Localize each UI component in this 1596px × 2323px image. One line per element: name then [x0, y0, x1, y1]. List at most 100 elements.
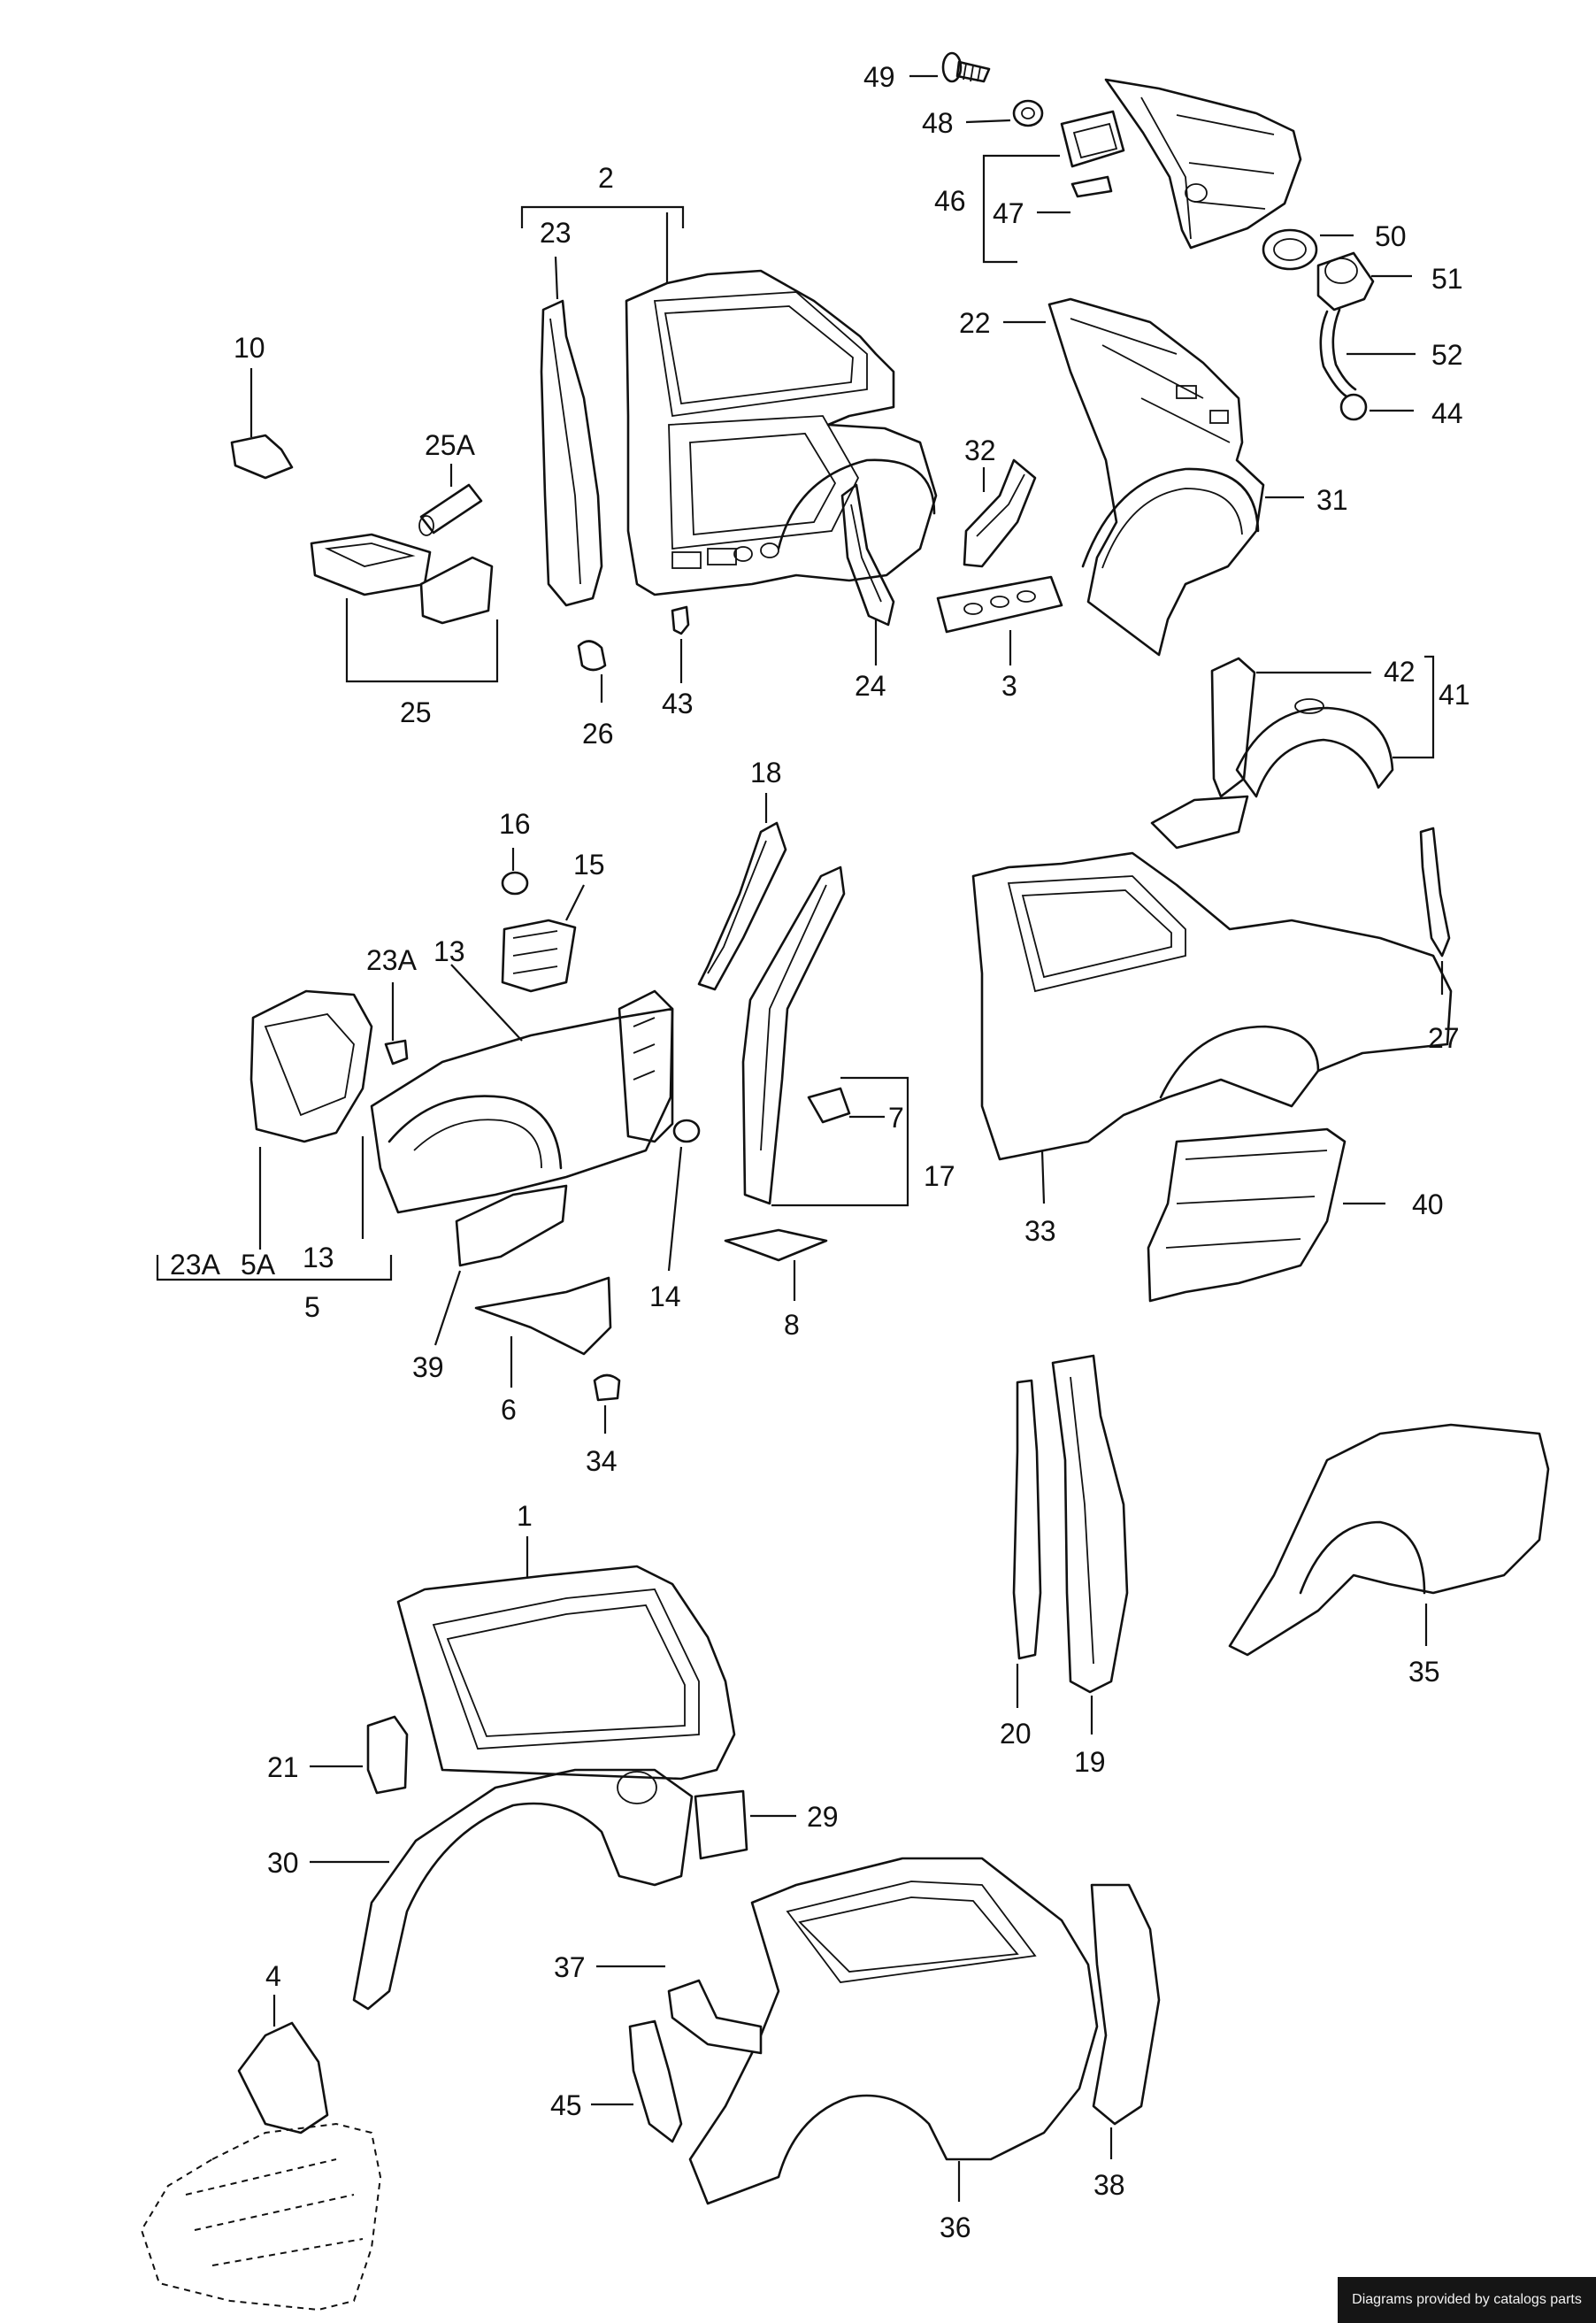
part-35-rear-quarter: [1228, 1423, 1550, 1657]
part-46-fuel-flap: [1060, 110, 1125, 198]
label-5A: 5A: [241, 1249, 276, 1281]
part-27-strip: [1419, 827, 1451, 958]
part-fuel-filler-housing: [1104, 78, 1302, 250]
label-33: 33: [1024, 1215, 1056, 1247]
part-20-pillar: [1012, 1379, 1042, 1660]
label-23A-bottom: 23A: [170, 1249, 221, 1281]
part-23-pillar: [540, 299, 603, 607]
part-1-inner-frame: [396, 1565, 736, 1781]
part-50-ring: [1262, 228, 1318, 271]
part-16-clip: [501, 871, 529, 896]
label-37: 37: [554, 1951, 586, 1983]
label-35: 35: [1408, 1656, 1440, 1688]
part-30-wheel-arch: [352, 1768, 694, 2011]
part-49-screw: [941, 51, 991, 83]
part-18-pillar: [697, 821, 787, 991]
label-5: 5: [304, 1291, 320, 1323]
label-20: 20: [1000, 1718, 1032, 1750]
part-48-washer: [1012, 99, 1044, 127]
part-39-bracket: [455, 1184, 568, 1267]
part-21-bracket: [366, 1715, 409, 1795]
label-19: 19: [1074, 1746, 1106, 1778]
part-7-bracket: [807, 1087, 851, 1124]
label-7: 7: [888, 1102, 904, 1134]
label-10: 10: [234, 332, 265, 364]
part-37-bracket: [667, 1979, 763, 2055]
part-8-plate: [724, 1228, 828, 1262]
label-4: 4: [265, 1960, 281, 1992]
part-23A-clip: [384, 1039, 409, 1065]
part-5A-panel: [249, 989, 373, 1143]
part-38-pillar: [1090, 1883, 1161, 2126]
label-48: 48: [922, 107, 954, 139]
label-50: 50: [1375, 220, 1407, 252]
label-13-bottom: 13: [303, 1242, 334, 1273]
label-31: 31: [1316, 484, 1348, 516]
part-13-wheelhouse-front: [370, 1007, 674, 1214]
part-51-cap: [1316, 251, 1375, 312]
label-8: 8: [784, 1309, 800, 1341]
label-47: 47: [993, 197, 1024, 229]
label-1: 1: [517, 1500, 533, 1532]
label-41: 41: [1439, 679, 1470, 711]
label-15: 15: [573, 849, 605, 881]
label-16: 16: [499, 808, 531, 840]
label-32: 32: [964, 435, 996, 466]
part-2-side-panel: [625, 269, 938, 596]
part-29-bracket: [694, 1789, 748, 1860]
label-30: 30: [267, 1847, 299, 1879]
label-34: 34: [586, 1445, 618, 1477]
label-25: 25: [400, 696, 432, 728]
part-10-bracket: [230, 434, 294, 480]
label-52: 52: [1431, 339, 1463, 371]
part-3-sill-strip: [936, 575, 1063, 634]
part-34-clip: [593, 1373, 621, 1402]
label-3: 3: [1001, 670, 1017, 702]
label-42: 42: [1384, 656, 1416, 688]
label-14: 14: [649, 1281, 681, 1312]
label-39: 39: [412, 1351, 444, 1383]
label-18: 18: [750, 757, 782, 788]
part-26-clip: [577, 640, 607, 672]
part-24-strip: [840, 483, 895, 627]
label-27: 27: [1428, 1022, 1460, 1054]
label-13-top: 13: [434, 935, 465, 967]
dashed-body-context: [140, 2122, 382, 2311]
label-45: 45: [550, 2089, 582, 2121]
part-33-side-panel: [971, 851, 1453, 1161]
label-25A: 25A: [425, 429, 476, 461]
label-36: 36: [940, 2211, 971, 2243]
label-2: 2: [598, 162, 614, 194]
part-5-inner-panel: [618, 989, 674, 1143]
credit-text: Diagrams provided by catalogs parts: [1352, 2292, 1582, 2307]
label-22: 22: [959, 307, 991, 339]
label-29: 29: [807, 1801, 839, 1833]
label-51: 51: [1431, 263, 1463, 295]
part-17-pillar: [741, 865, 846, 1205]
label-49: 49: [863, 61, 895, 93]
label-6: 6: [501, 1394, 517, 1426]
label-24: 24: [855, 670, 886, 702]
label-23: 23: [540, 217, 572, 249]
label-23A-top: 23A: [366, 944, 418, 976]
part-45-bracket: [628, 2019, 683, 2143]
leader-lines: [156, 74, 1444, 2202]
part-52-hose: [1319, 308, 1357, 398]
part-6-gusset: [474, 1276, 612, 1356]
label-26: 26: [582, 718, 614, 750]
label-21: 21: [267, 1751, 299, 1783]
part-41-wheel-house: [1150, 657, 1394, 850]
label-40: 40: [1412, 1188, 1444, 1220]
part-44-cap: [1339, 393, 1368, 421]
part-15-pad: [501, 919, 577, 993]
part-labels: 49 48 46 47 50 51 52 44 22 2 23 10 25A 2…: [170, 61, 1470, 2243]
label-46: 46: [934, 185, 966, 217]
part-22-31-rear-quarter-inner: [1047, 297, 1265, 657]
part-25A-tube: [418, 483, 483, 536]
part-14-clip: [672, 1119, 701, 1143]
part-40-rear-section: [1147, 1127, 1347, 1303]
part-43-clip: [671, 605, 690, 635]
part-36-outer-side: [688, 1857, 1099, 2205]
label-44: 44: [1431, 397, 1463, 429]
